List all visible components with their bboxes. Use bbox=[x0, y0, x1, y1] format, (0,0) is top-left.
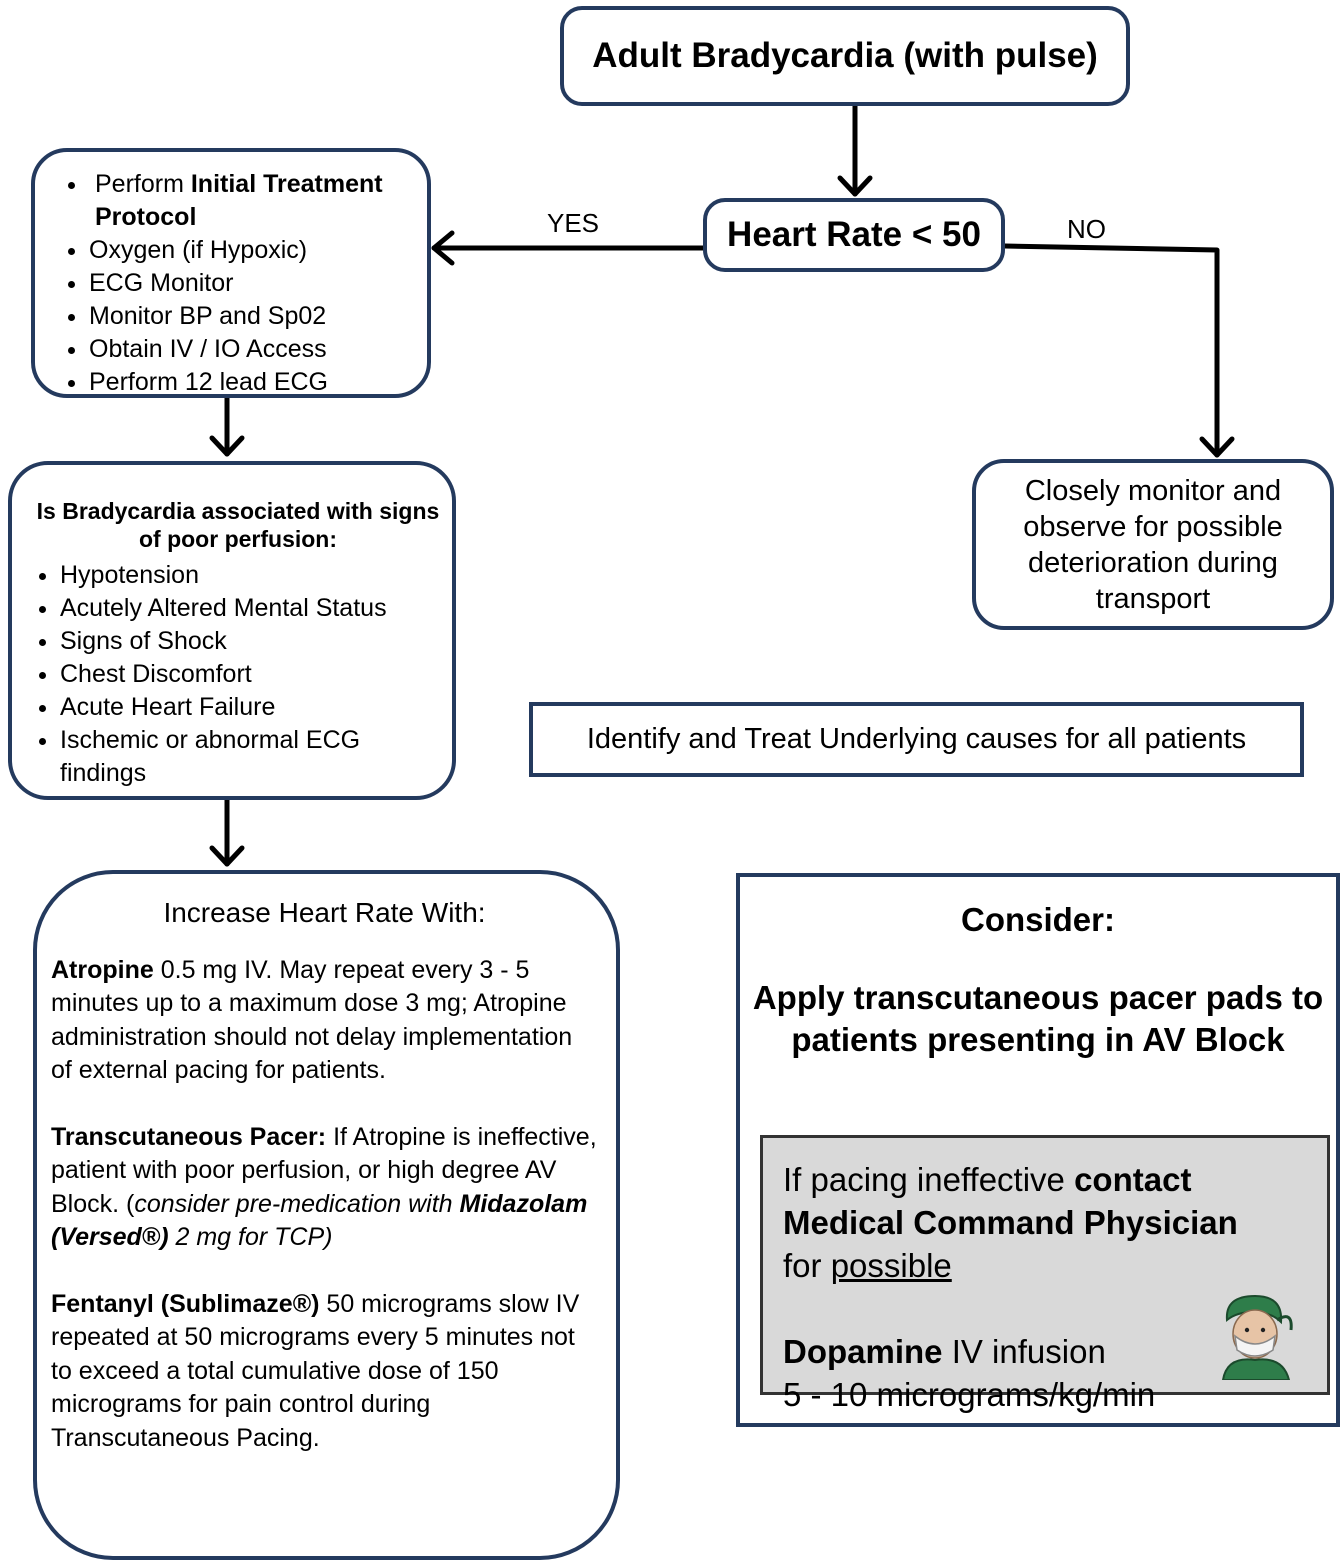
fentanyl-paragraph: Fentanyl (Sublimaze®) 50 micrograms slow… bbox=[51, 1289, 580, 1452]
decision-box: Heart Rate < 50 bbox=[703, 198, 1005, 272]
identify-box: Identify and Treat Underlying causes for… bbox=[529, 702, 1304, 777]
perfusion-question: Is Bradycardia associated with signs of … bbox=[36, 498, 440, 552]
pacing-text: If pacing ineffective contact Medical Co… bbox=[783, 1161, 1238, 1284]
decision-label: Heart Rate < 50 bbox=[727, 215, 981, 254]
consider-heading: Consider: bbox=[960, 901, 1115, 938]
initial-item: ECG Monitor bbox=[89, 267, 415, 300]
pacing-panel: If pacing ineffective contact Medical Co… bbox=[760, 1135, 1330, 1413]
initial-item: Oxygen (if Hypoxic) bbox=[89, 234, 415, 267]
initial-item: Monitor BP and Sp02 bbox=[89, 300, 415, 333]
surgeon-icon bbox=[1221, 1294, 1293, 1380]
consider-body: Apply transcutaneous pacer pads to patie… bbox=[752, 979, 1324, 1058]
atropine-paragraph: Atropine 0.5 mg IV. May repeat every 3 -… bbox=[51, 955, 573, 1085]
yes-label: YES bbox=[547, 208, 600, 238]
initial-item: Perform 12 lead ECG bbox=[89, 366, 415, 399]
increase-heading: Increase Heart Rate With: bbox=[163, 897, 486, 928]
initial-item: Obtain IV / IO Access bbox=[89, 333, 415, 366]
poor-perfusion-box: Is Bradycardia associated with signs of … bbox=[8, 461, 456, 800]
initial-treatment-box: Perform Initial Treatment Protocol Oxyge… bbox=[31, 148, 431, 398]
identify-text: Identify and Treat Underlying causes for… bbox=[586, 723, 1247, 755]
initial-item: Perform Initial Treatment Protocol bbox=[89, 168, 415, 234]
increase-heart-rate-box: Increase Heart Rate With: Atropine 0.5 m… bbox=[33, 870, 620, 1560]
arrow-no bbox=[1002, 243, 1220, 458]
perfusion-item: Chest Discomfort bbox=[60, 658, 442, 691]
perfusion-item: Hypotension bbox=[60, 559, 442, 592]
perfusion-item: Ischemic or abnormal ECG findings bbox=[60, 724, 442, 790]
no-branch-box: Closely monitor and observe for possible… bbox=[972, 459, 1334, 630]
no-branch-text: Closely monitor and observe for possible… bbox=[1023, 474, 1283, 615]
perfusion-item: Acutely Altered Mental Status bbox=[60, 592, 442, 625]
title-box: Adult Bradycardia (with pulse) bbox=[560, 6, 1130, 106]
perfusion-item: Acute Heart Failure bbox=[60, 691, 442, 724]
no-label: NO bbox=[1067, 214, 1106, 244]
page-title: Adult Bradycardia (with pulse) bbox=[592, 36, 1098, 75]
tcp-paragraph: Transcutaneous Pacer: If Atropine is ine… bbox=[51, 1122, 597, 1252]
consider-box: Consider: Apply transcutaneous pacer pad… bbox=[736, 873, 1340, 1427]
perfusion-item: Signs of Shock bbox=[60, 625, 442, 658]
